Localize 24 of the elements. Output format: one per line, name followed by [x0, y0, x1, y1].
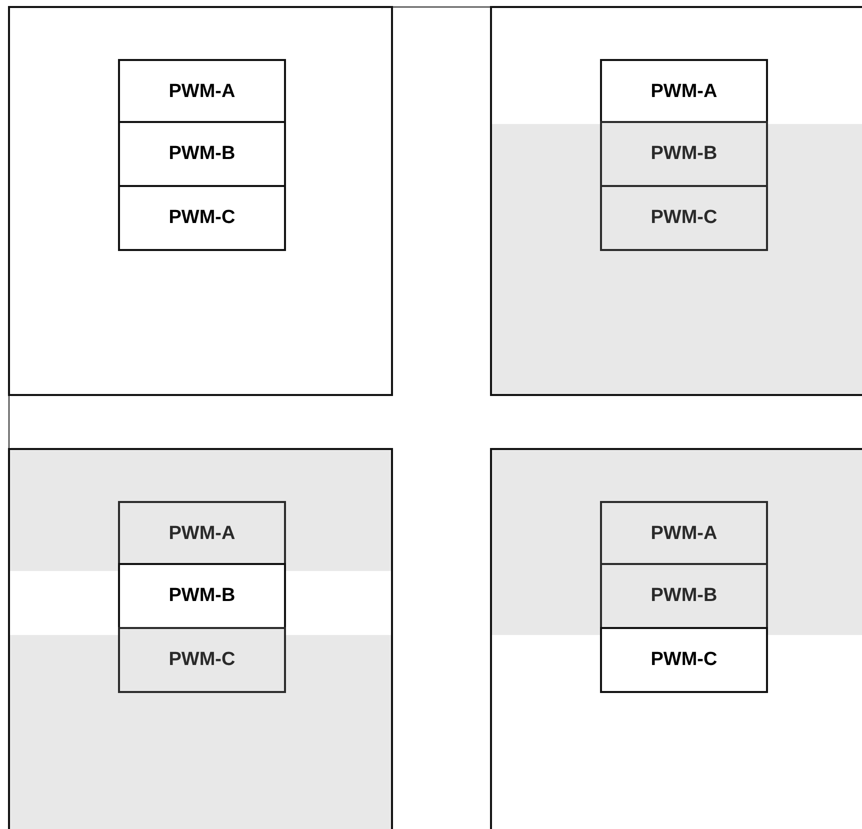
channel-label: PWM-A	[650, 81, 718, 103]
channel-label: PWM-C	[168, 649, 236, 671]
panel-box	[8, 448, 393, 829]
channel-label: PWM-B	[650, 143, 718, 165]
channel-label: PWM-A	[168, 81, 236, 103]
channel-box	[118, 121, 286, 187]
panel-box	[490, 448, 862, 829]
channel-label: PWM-B	[650, 585, 718, 607]
channel-label: PWM-B	[168, 585, 236, 607]
channel-label: PWM-C	[650, 207, 718, 229]
channel-label: PWM-A	[168, 523, 236, 545]
channel-box	[600, 563, 768, 629]
panel-box	[490, 6, 862, 396]
channel-box	[118, 185, 286, 251]
channel-label: PWM-C	[650, 649, 718, 671]
channel-label: PWM-C	[168, 207, 236, 229]
channel-box	[600, 121, 768, 187]
channel-box	[600, 627, 768, 693]
channel-label: PWM-B	[168, 143, 236, 165]
channel-label: PWM-A	[650, 523, 718, 545]
channel-box	[118, 563, 286, 629]
panel-box	[8, 6, 393, 396]
channel-box	[118, 627, 286, 693]
channel-box	[600, 185, 768, 251]
